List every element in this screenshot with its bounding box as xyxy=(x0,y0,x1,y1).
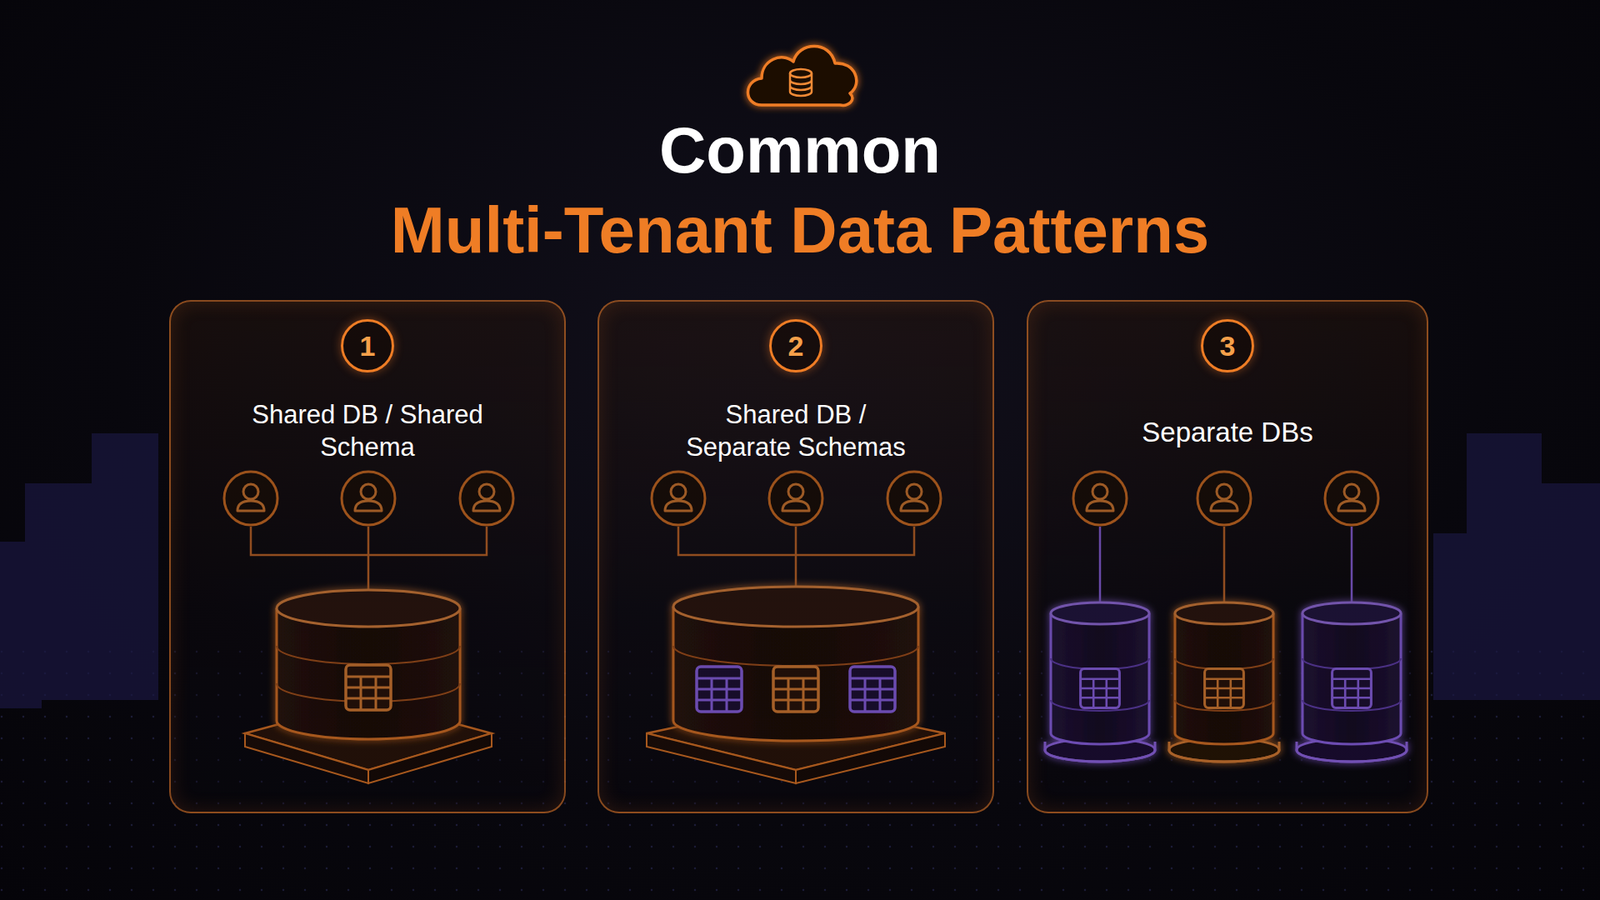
pattern-title: Shared DB / Shared Schema xyxy=(245,398,490,464)
callout-number: 1 xyxy=(360,330,376,363)
step-number: 1 xyxy=(340,319,395,373)
step-number: 3 xyxy=(1200,319,1255,373)
cloud-icon xyxy=(748,46,857,106)
pattern-title: Separate DBs xyxy=(1060,415,1395,450)
callout-number: 3 xyxy=(1220,330,1236,363)
step-number: 2 xyxy=(769,319,823,373)
subtitle: Multi-Tenant Data Patterns xyxy=(0,190,1600,270)
pattern-panel: Shared DB / Shared Schema 1 xyxy=(169,300,566,814)
pattern-panel: Separate DBs 3 xyxy=(1026,300,1429,814)
city-left xyxy=(0,433,159,709)
pattern-title: Shared DB / Separate Schemas xyxy=(674,398,918,464)
callout-number: 2 xyxy=(788,330,805,363)
title: Common xyxy=(0,110,1600,190)
pattern-panel: Shared DB / Separate Schemas 2 xyxy=(597,300,995,814)
city-right xyxy=(1433,433,1600,700)
